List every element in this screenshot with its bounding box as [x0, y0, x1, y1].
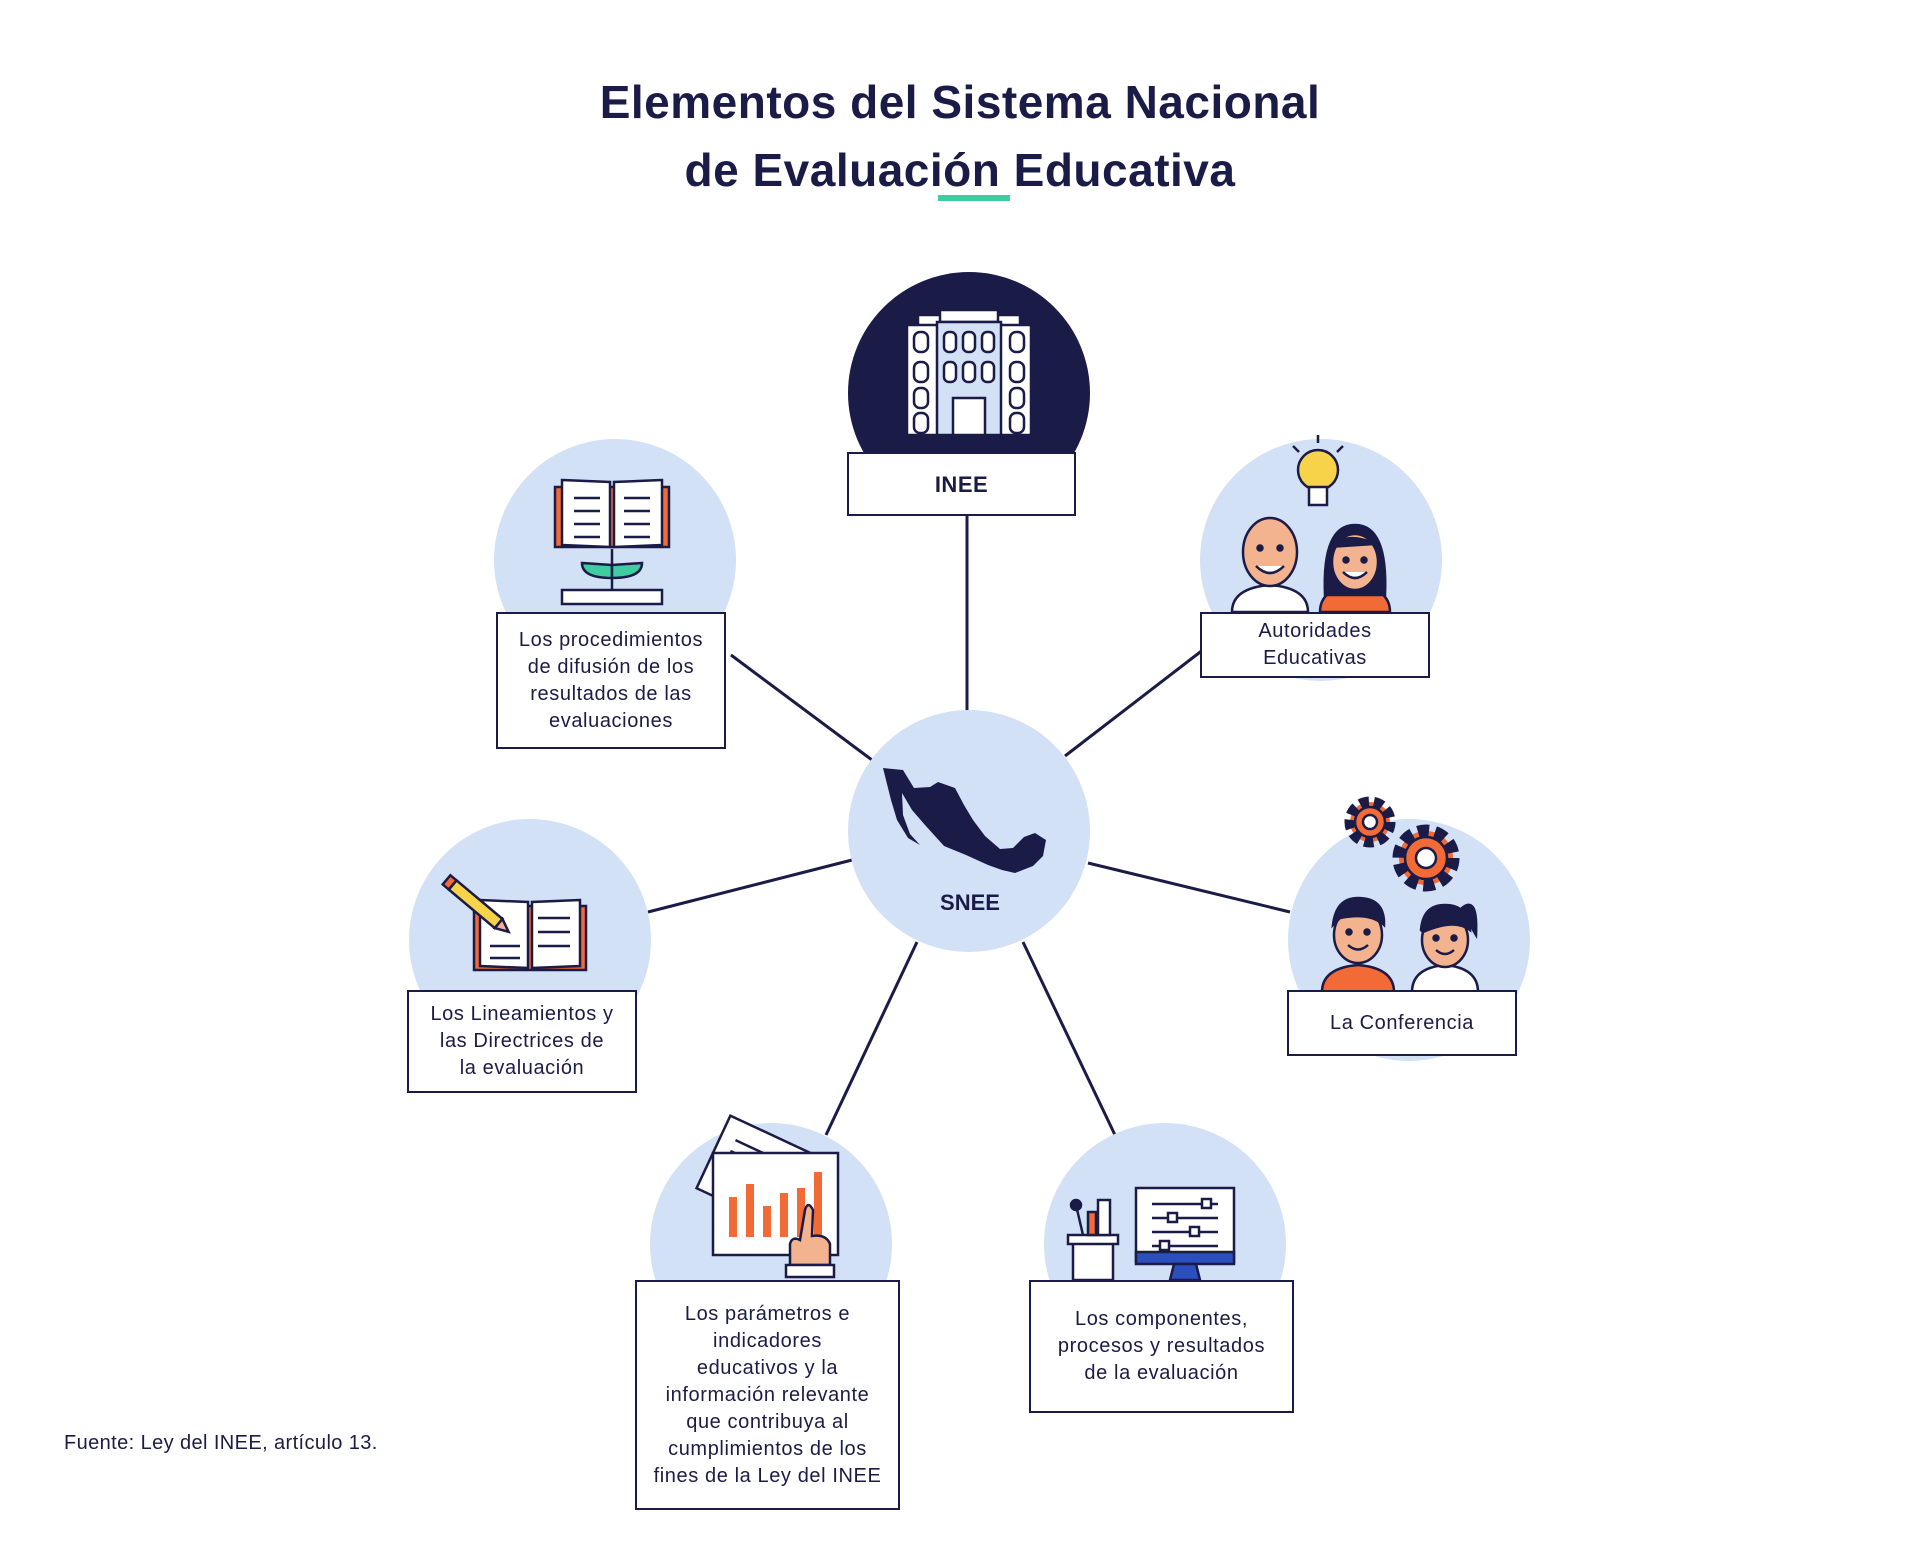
connector-procedimientos	[730, 653, 873, 762]
title-line-1: Elementos del Sistema Nacional	[599, 76, 1321, 128]
connector-lineamientos	[647, 858, 853, 914]
lineamientos-label: Los Lineamientos y las Directrices de la…	[430, 1003, 614, 1079]
autoridades-label: Autoridades Educativas	[1258, 620, 1372, 669]
people-gears-icon	[1320, 796, 1480, 994]
node-label-procedimientos: Los procedimientos de difusión de los re…	[496, 612, 726, 749]
connector-conferencia	[1087, 861, 1291, 914]
connector-autoridades	[1064, 644, 1209, 758]
gear-icon	[1344, 796, 1460, 892]
connectors	[647, 516, 1291, 1136]
people-lightbulb-icon	[1230, 435, 1392, 614]
connector-parametros	[824, 941, 919, 1136]
building-icon	[905, 308, 1033, 437]
connector-componentes	[1021, 941, 1117, 1136]
mexico-map-icon	[883, 768, 1046, 873]
book-plant-icon	[553, 478, 671, 606]
person-woman	[1318, 523, 1392, 614]
node-label-lineamientos: Los Lineamientos y las Directrices de la…	[407, 990, 637, 1093]
parametros-label: Los parámetros e indicadores educativos …	[653, 1302, 882, 1487]
pencil-cup	[1066, 1198, 1120, 1282]
person-woman	[1410, 903, 1480, 994]
node-label-parametros: Los parámetros e indicadores educativos …	[635, 1280, 900, 1510]
page-title: Elementos del Sistema Nacional de Evalua…	[0, 68, 1920, 204]
bar-chart-hand-icon	[694, 1114, 840, 1279]
hand	[784, 1203, 836, 1279]
book-pencil-icon	[440, 873, 588, 972]
snee-label: SNEE	[940, 890, 1000, 915]
node-label-inee: INEE	[847, 452, 1076, 516]
person-man	[1230, 516, 1310, 614]
inee-label: INEE	[934, 471, 989, 497]
procedimientos-label: Los procedimientos de difusión de los re…	[518, 628, 704, 732]
node-label-conferencia: La Conferencia	[1287, 990, 1517, 1056]
node-label-componentes: Los componentes, procesos y resultados d…	[1029, 1280, 1294, 1413]
node-label-autoridades: Autoridades Educativas	[1200, 612, 1430, 678]
title-underline	[938, 195, 1010, 201]
lightbulb	[1292, 435, 1344, 507]
pencil	[440, 873, 511, 934]
componentes-label: Los componentes, procesos y resultados d…	[1057, 1308, 1266, 1384]
conferencia-label: La Conferencia	[1329, 1011, 1475, 1034]
chart-bars	[729, 1172, 822, 1237]
source-note: Fuente: Ley del INEE, artículo 13.	[64, 1432, 378, 1454]
person-man	[1320, 896, 1396, 994]
title-line-2: de Evaluación Educativa	[684, 144, 1236, 196]
